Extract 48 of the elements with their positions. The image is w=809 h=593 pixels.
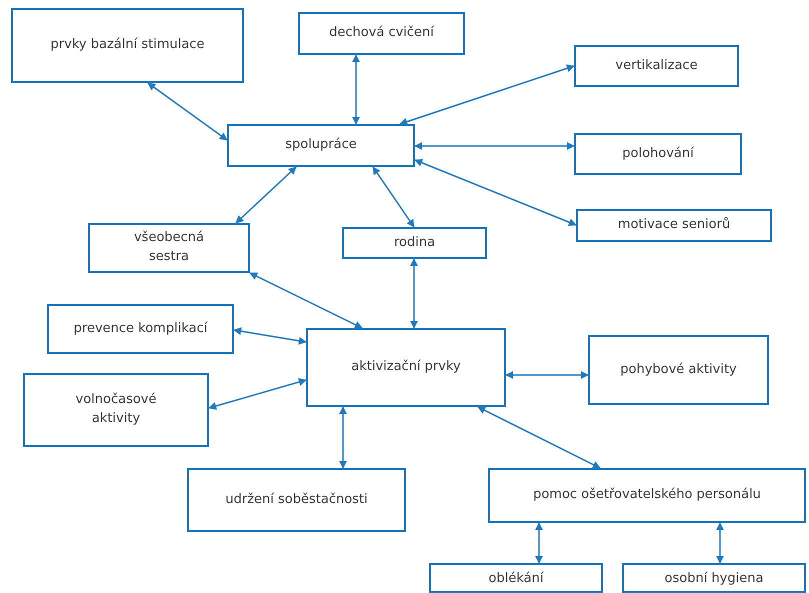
double-arrow (339, 406, 347, 469)
box-label: pomoc ošetřovatelského personálu (533, 486, 761, 504)
double-arrow (505, 371, 589, 379)
box-label: motivace seniorů (618, 216, 730, 234)
concept-box (47, 304, 234, 354)
box-label: udržení soběstačnosti (225, 490, 368, 509)
concept-box (298, 12, 465, 55)
concept-box (23, 373, 209, 447)
box-label: rodina (394, 234, 436, 252)
concept-box (306, 328, 506, 407)
double-arrow (535, 522, 543, 564)
concept-box (488, 468, 806, 523)
box-label: aktivizační prvky (351, 358, 461, 376)
concept-box (574, 133, 742, 175)
box-label: prvky bazální stimulace (50, 36, 204, 54)
box-label: osobní hygiena (664, 570, 764, 588)
concept-box (227, 124, 415, 167)
box-label: oblékání (488, 570, 544, 588)
concept-box (588, 335, 769, 405)
concept-box (429, 563, 603, 593)
double-arrow (235, 166, 297, 224)
double-arrow (372, 166, 415, 228)
box-label: pohybové aktivity (620, 360, 737, 379)
box-label: dechová cvičení (329, 24, 434, 42)
concept-box (11, 8, 244, 83)
double-arrow (233, 327, 307, 345)
concept-box (576, 209, 772, 242)
box-label: prevence komplikací (74, 320, 208, 338)
concept-box (187, 468, 406, 532)
concept-box (342, 227, 487, 259)
box-label: všeobecná sestra (132, 229, 206, 266)
double-arrow (399, 64, 575, 126)
double-arrow (208, 378, 307, 410)
double-arrow (414, 158, 577, 226)
double-arrow (249, 272, 363, 329)
double-arrow (716, 522, 724, 564)
box-label: volnočasové aktivity (74, 391, 158, 428)
concept-box (574, 45, 739, 87)
box-label: spolupráce (285, 136, 357, 154)
double-arrow (352, 54, 360, 125)
double-arrow (477, 406, 601, 469)
box-label: vertikalizace (615, 56, 698, 75)
double-arrow (147, 82, 228, 141)
double-arrow (414, 142, 575, 150)
concept-box (88, 223, 250, 273)
box-label: polohování (622, 144, 694, 163)
concept-box (622, 563, 806, 593)
double-arrow (410, 258, 418, 329)
